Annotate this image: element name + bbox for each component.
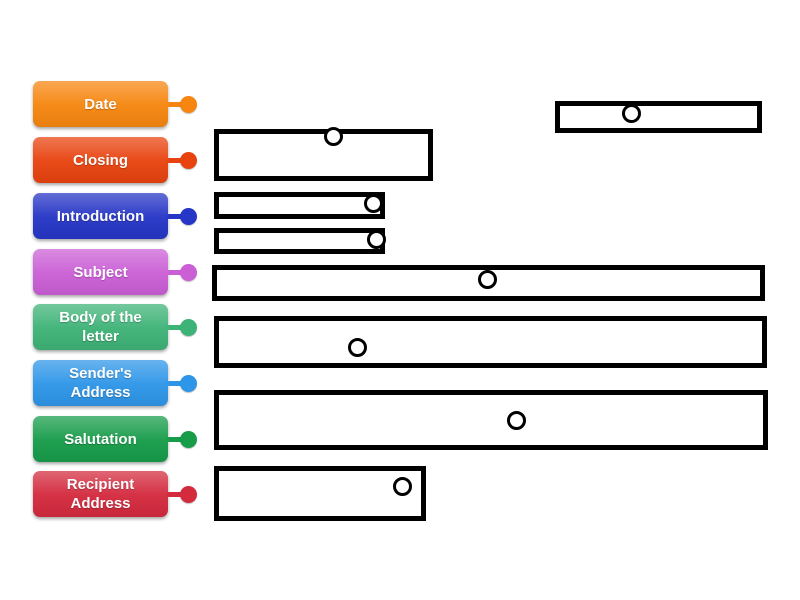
drop-zone-7[interactable]	[214, 390, 768, 450]
drop-zone-8[interactable]	[214, 466, 426, 521]
connector-dot-subject[interactable]	[180, 263, 197, 281]
target-dot-zone-6[interactable]	[347, 337, 367, 357]
label-subject[interactable]: Subject	[33, 249, 168, 295]
label-body-of-letter[interactable]: Body of the letter	[33, 304, 168, 350]
label-senders-address[interactable]: Sender's Address	[33, 360, 168, 406]
connector-dot-introduction[interactable]	[180, 207, 197, 225]
target-dot-zone-2[interactable]	[323, 126, 343, 146]
target-dot-zone-8[interactable]	[392, 476, 412, 496]
connector-line-closing	[167, 157, 183, 163]
connector-dot-date[interactable]	[180, 95, 197, 113]
target-dot-zone-3[interactable]	[363, 193, 383, 213]
label-date-text: Date	[84, 95, 117, 113]
drop-zone-6[interactable]	[214, 316, 767, 368]
connector-dot-body-of-letter[interactable]	[180, 318, 197, 336]
label-introduction[interactable]: Introduction	[33, 193, 168, 239]
target-dot-zone-5[interactable]	[477, 269, 497, 289]
target-dot-zone-4[interactable]	[366, 229, 386, 249]
label-subject-text: Subject	[73, 263, 128, 281]
label-recipient-address[interactable]: Recipient Address	[33, 471, 168, 517]
label-salutation[interactable]: Salutation	[33, 416, 168, 462]
label-introduction-text: Introduction	[56, 207, 145, 225]
label-salutation-text: Salutation	[64, 430, 137, 448]
label-closing-text: Closing	[73, 151, 128, 169]
connector-dot-recipient-address[interactable]	[180, 485, 197, 503]
label-closing[interactable]: Closing	[33, 137, 168, 183]
drop-zone-1[interactable]	[555, 101, 762, 133]
connector-line-senders-address	[167, 380, 183, 386]
target-dot-zone-1[interactable]	[621, 103, 641, 123]
connector-line-introduction	[167, 213, 183, 219]
drop-zone-3[interactable]	[214, 192, 385, 219]
connector-line-body-of-letter	[167, 324, 183, 330]
target-dot-zone-7[interactable]	[506, 410, 526, 430]
label-recipient-address-text: Recipient Address	[66, 476, 135, 512]
connector-line-recipient-address	[167, 491, 183, 497]
connector-line-salutation	[167, 436, 183, 442]
connector-line-subject	[167, 269, 183, 275]
connector-dot-senders-address[interactable]	[180, 374, 197, 392]
label-body-of-letter-text: Body of the letter	[59, 309, 142, 345]
label-date[interactable]: Date	[33, 81, 168, 127]
connector-line-date	[167, 101, 183, 107]
label-senders-address-text: Sender's Address	[69, 365, 132, 401]
drop-zone-4[interactable]	[214, 228, 385, 254]
connector-dot-closing[interactable]	[180, 151, 197, 169]
connector-dot-salutation[interactable]	[180, 430, 197, 448]
